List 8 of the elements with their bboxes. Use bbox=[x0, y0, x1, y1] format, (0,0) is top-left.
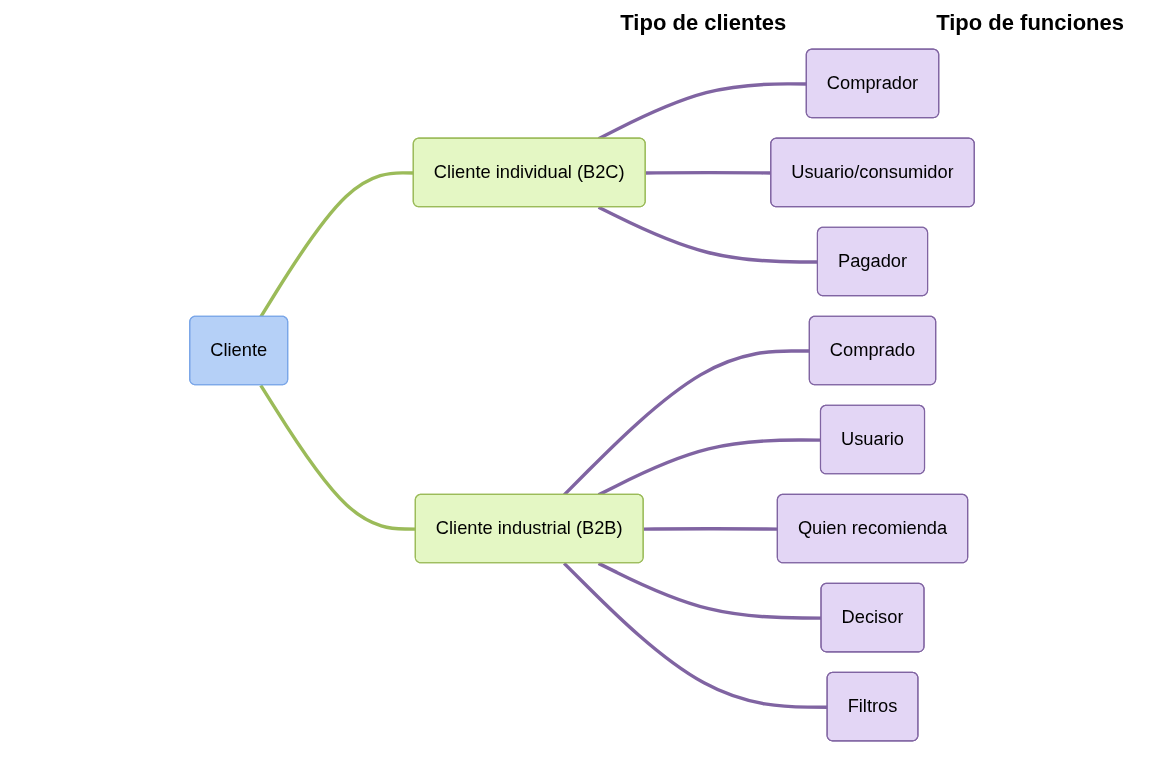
column-heading: Tipo de clientes bbox=[620, 10, 787, 37]
connector bbox=[597, 561, 822, 620]
column-heading: Tipo de funciones bbox=[936, 10, 1124, 37]
connector bbox=[562, 562, 828, 709]
connector bbox=[597, 205, 818, 264]
connector bbox=[259, 384, 416, 531]
connector bbox=[643, 527, 778, 531]
connector bbox=[259, 171, 414, 318]
